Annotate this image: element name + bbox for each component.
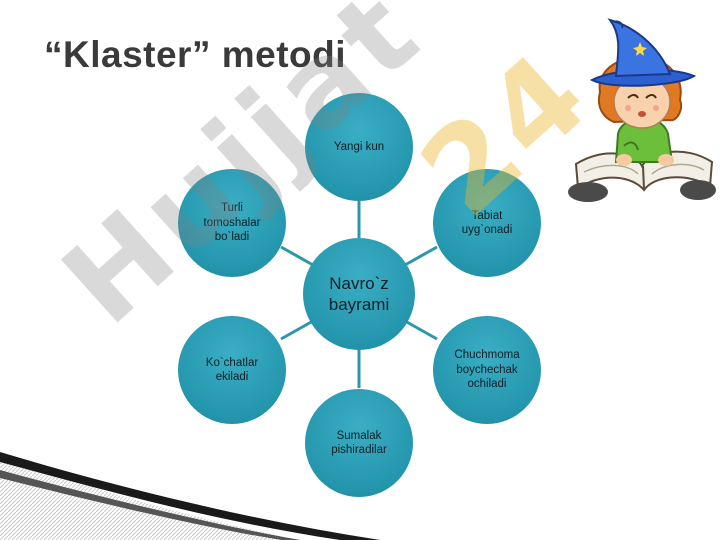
cluster-node-label: Tabiat uyg`onadi [461, 209, 513, 236]
cluster-node-lower-right: Chuchmoma boychechak ochiladi [433, 316, 541, 424]
cluster-node-lower-left: Ko`chatlar ekiladi [178, 316, 286, 424]
connector-upper-right [404, 245, 438, 267]
cluster-center-node: Navro`z bayrami [303, 238, 415, 350]
cluster-node-top: Yangi kun [305, 93, 413, 201]
cluster-node-label: Yangi kun [333, 140, 385, 153]
cluster-node-bottom: Sumalak pishiradilar [305, 389, 413, 497]
cluster-node-upper-left: Turli tomoshalar bo`ladi [178, 169, 286, 277]
cluster-node-upper-right: Tabiat uyg`onadi [433, 169, 541, 277]
cluster-node-label: Turli tomoshalar bo`ladi [203, 202, 261, 244]
connector-lower-right [404, 319, 438, 341]
slide-title: “Klaster” metodi [44, 34, 347, 75]
connector-upper-left [280, 245, 314, 267]
cluster-node-label: Chuchmoma boychechak ochiladi [454, 349, 520, 391]
cluster-node-label: Ko`chatlar ekiladi [205, 356, 259, 383]
cluster-node-label: Sumalak pishiradilar [331, 429, 387, 456]
cluster-center-label: Navro`z bayrami [328, 273, 390, 314]
reading-wizard-kid-icon [568, 18, 716, 202]
connector-lower-left [280, 319, 314, 341]
